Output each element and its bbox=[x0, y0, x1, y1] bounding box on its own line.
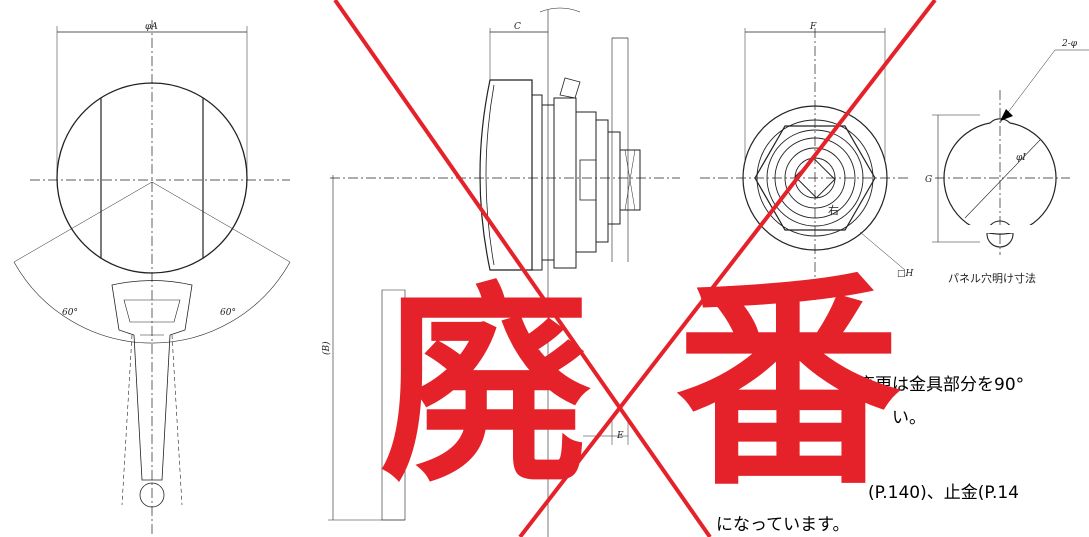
angle-label-left: 60° bbox=[62, 308, 78, 318]
dim-label-e: E bbox=[616, 431, 624, 441]
dimension-labels: φA C F 2-φ G φI □H (B) E 60° 60° 右 bbox=[62, 22, 1078, 441]
panel-cutout bbox=[932, 49, 1089, 255]
leader-arrow bbox=[1000, 109, 1013, 121]
dim-label-i: φI bbox=[1016, 153, 1026, 163]
dim-label-2phi: 2-φ bbox=[1061, 39, 1078, 49]
dim-label-f: F bbox=[809, 22, 817, 32]
panel-cutout-label: パネル穴明け寸法 bbox=[948, 272, 1036, 285]
note-line-1: 変更は金具部分を90° bbox=[858, 375, 1025, 395]
dim-label-a: φA bbox=[145, 22, 158, 32]
dim-label-b: (B) bbox=[321, 341, 332, 355]
line-work bbox=[13, 7, 1089, 537]
angle-label-right: 60° bbox=[220, 308, 236, 318]
note-line-3: になっています。 bbox=[716, 515, 850, 535]
side-mark-label: 右 bbox=[828, 203, 839, 217]
cross-out-lines bbox=[333, 0, 937, 537]
note-line-1b: い。 bbox=[892, 408, 926, 428]
front-view bbox=[13, 20, 291, 537]
rear-view bbox=[700, 28, 910, 300]
dim-label-h: □H bbox=[897, 269, 914, 279]
dim-label-g: G bbox=[925, 175, 932, 185]
side-view bbox=[328, 7, 680, 537]
dim-label-c: C bbox=[514, 22, 521, 32]
discontinued-stamp-char-1: 廃 bbox=[380, 265, 591, 510]
discontinued-stamp-char-2: 番 bbox=[676, 254, 901, 516]
note-line-2: (P.140)、止金(P.14 bbox=[868, 483, 1019, 503]
